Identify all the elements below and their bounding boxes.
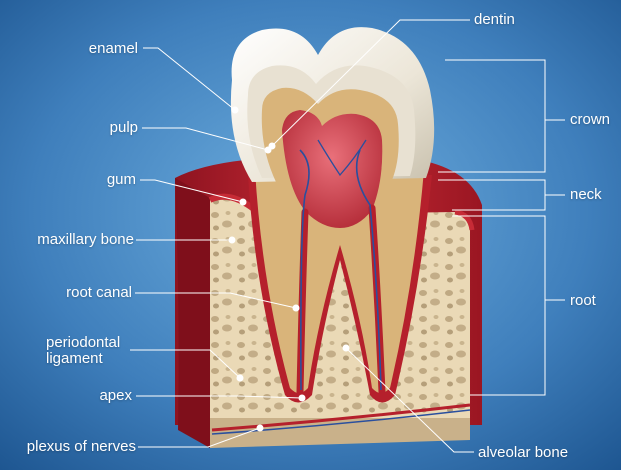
label-root-canal: root canal bbox=[40, 285, 132, 301]
label-gum: gum bbox=[96, 172, 136, 188]
label-crown: crown bbox=[570, 112, 620, 128]
label-apex: apex bbox=[86, 388, 132, 404]
label-neck: neck bbox=[570, 187, 616, 203]
label-enamel: enamel bbox=[72, 41, 138, 57]
label-plexus-of-nerves: plexus of nerves bbox=[10, 439, 136, 455]
label-dentin: dentin bbox=[474, 12, 544, 28]
label-pulp: pulp bbox=[88, 120, 138, 136]
label-maxillary-bone: maxillary bone bbox=[12, 232, 134, 248]
label-periodontal-ligament: periodontal ligament bbox=[46, 335, 138, 367]
label-root: root bbox=[570, 293, 610, 309]
label-alveolar-bone: alveolar bone bbox=[478, 445, 588, 461]
